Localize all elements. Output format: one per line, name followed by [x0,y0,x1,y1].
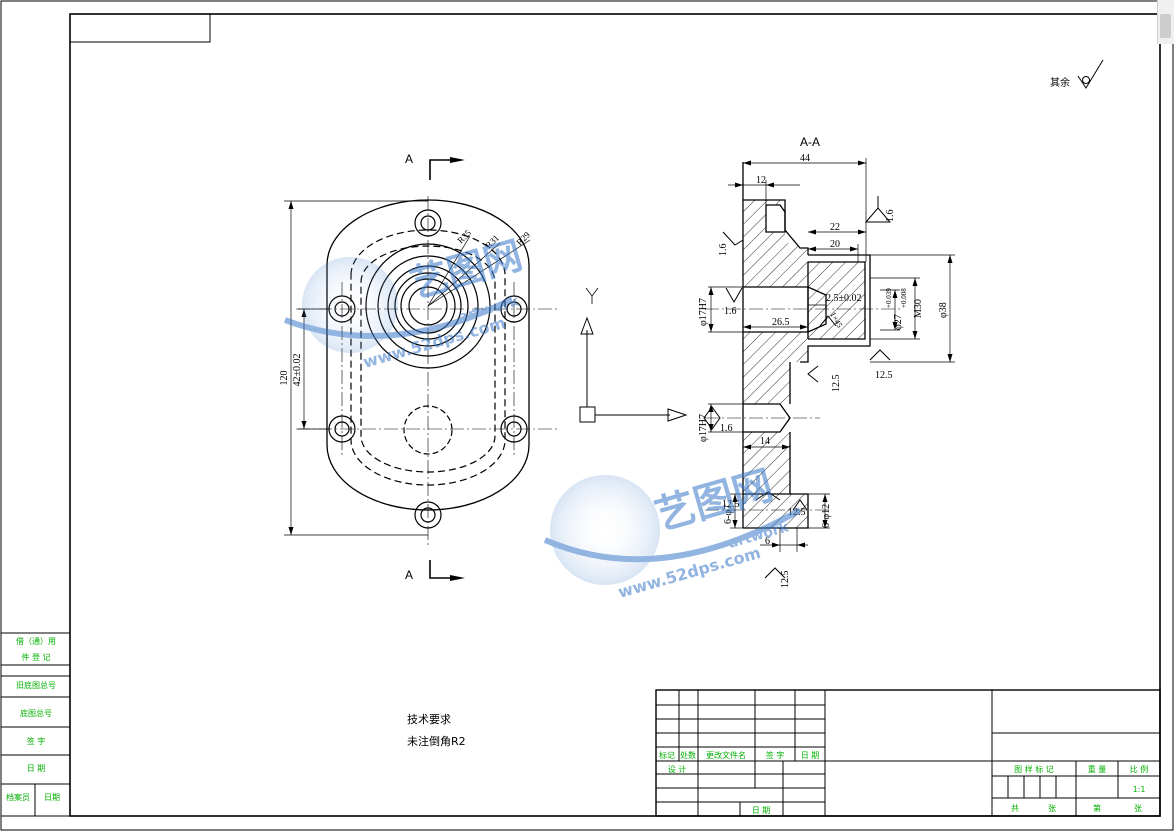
dim-phi27-tol-up: +0.039 [885,288,893,308]
roughness-12-5-flange: 12.5 [831,375,842,393]
strip-row-6: 日 期 [27,764,46,773]
scrollbar-thumb[interactable] [1160,14,1171,38]
tb-sheet: 张 [1048,804,1056,813]
section-label-bottom: A [405,568,413,582]
dim-phi17-bottom: φ17H7 [698,414,709,442]
strip-row-5: 签 字 [27,736,46,746]
section-label-top: A [405,152,413,166]
tb-weight: 重 量 [1088,764,1107,774]
vertical-scrollbar[interactable] [1157,0,1174,44]
section-marker-top: A [405,152,465,180]
dim-6-phi7: 6-φ7 [723,505,734,524]
tech-requirements: 技术要求 未注倒角R2 [407,713,466,748]
roughness-12-5-bottom-left: 12.5 [722,499,740,510]
dim-14: 14 [760,436,770,447]
dim-6: 6 [765,536,770,547]
dim-phi27-tol-lo: +0.008 [900,288,908,308]
strip-row-3: 旧底图总号 [16,680,56,690]
surface-rest-label: 其余 [1050,76,1070,89]
title-block [655,689,1161,817]
tb-stage-mark: 图 样 标 记 [1014,764,1054,774]
strip-row-7b: 日期 [44,793,60,802]
strip-row-2: 件 登 记 [21,652,50,662]
roughness-1-6-top: 1.6 [885,210,896,223]
section-marker-bottom: A [405,560,465,582]
roughness-1-6-bore: 1.6 [724,306,737,317]
dim-6-phi12: 6-φ12 [821,504,832,528]
tb-count: 处数 [680,750,696,760]
strip-row-1: 借（通）用 [16,636,56,646]
dim-20: 20 [830,239,840,250]
tb-mark: 标记 [659,750,675,760]
tb-signature: 签 字 [766,750,785,760]
strip-row-4: 底图总号 [20,708,52,718]
dim-22: 22 [830,222,840,233]
tb-scale-value: 1:1 [1133,785,1146,794]
tech-item-1: 未注倒角R2 [407,734,466,748]
section-title: A-A [800,135,820,149]
tech-title: 技术要求 [407,713,451,726]
tb-scale: 比 例 [1130,764,1149,774]
dim-44: 44 [800,153,810,164]
dim-2-5: 2.5±0.02 [826,293,862,304]
dim-height-120: 120 [279,371,290,386]
dim-m30: M30 [913,299,924,318]
tb-total: 共 [1011,804,1019,813]
roughness-1-6-hole: 1.6 [720,423,733,434]
dim-r35: R35 [455,227,473,245]
roughness-1-6-left: 1.6 [718,244,729,257]
roughness-12-5-right: 12.5 [875,370,893,381]
dim-phi38: φ38 [938,302,949,318]
roughness-12-5-base: 12.5 [780,571,791,589]
tb-no: 第 [1093,803,1101,813]
tb-date2: 日 期 [752,806,771,815]
watermark-top: 艺图网 www.52dps.com artwork [283,233,527,372]
watermark-bottom: 艺图网 www.52dps.com artwork [543,462,802,602]
dim-26-5: 26.5 [772,317,790,328]
tb-design: 设 计 [668,764,687,774]
tb-change-doc: 更改文件名 [706,750,746,760]
ucs-icon [579,287,688,423]
dim-phi17-top: φ17H7 [698,298,709,326]
left-strip-table [0,632,71,817]
dim-center-42: 42±0.02 [292,354,303,387]
left-strip-labels: 借（通）用 件 登 记 旧底图总号 底图总号 签 字 日 期 档案员 日期 [6,636,60,802]
section-view: A-A [698,135,955,588]
tb-date: 日 期 [801,751,820,760]
tb-sheet2: 张 [1134,804,1142,813]
title-block-labels: 标记 处数 更改文件名 签 字 日 期 设 计 日 期 图 样 标 记 重 量 … [659,750,1148,815]
dim-12: 12 [756,175,766,186]
strip-row-7a: 档案员 [6,792,30,802]
surface-roughness-rest: 其余 [1050,59,1104,89]
dim-phi27: φ27 [893,314,904,330]
